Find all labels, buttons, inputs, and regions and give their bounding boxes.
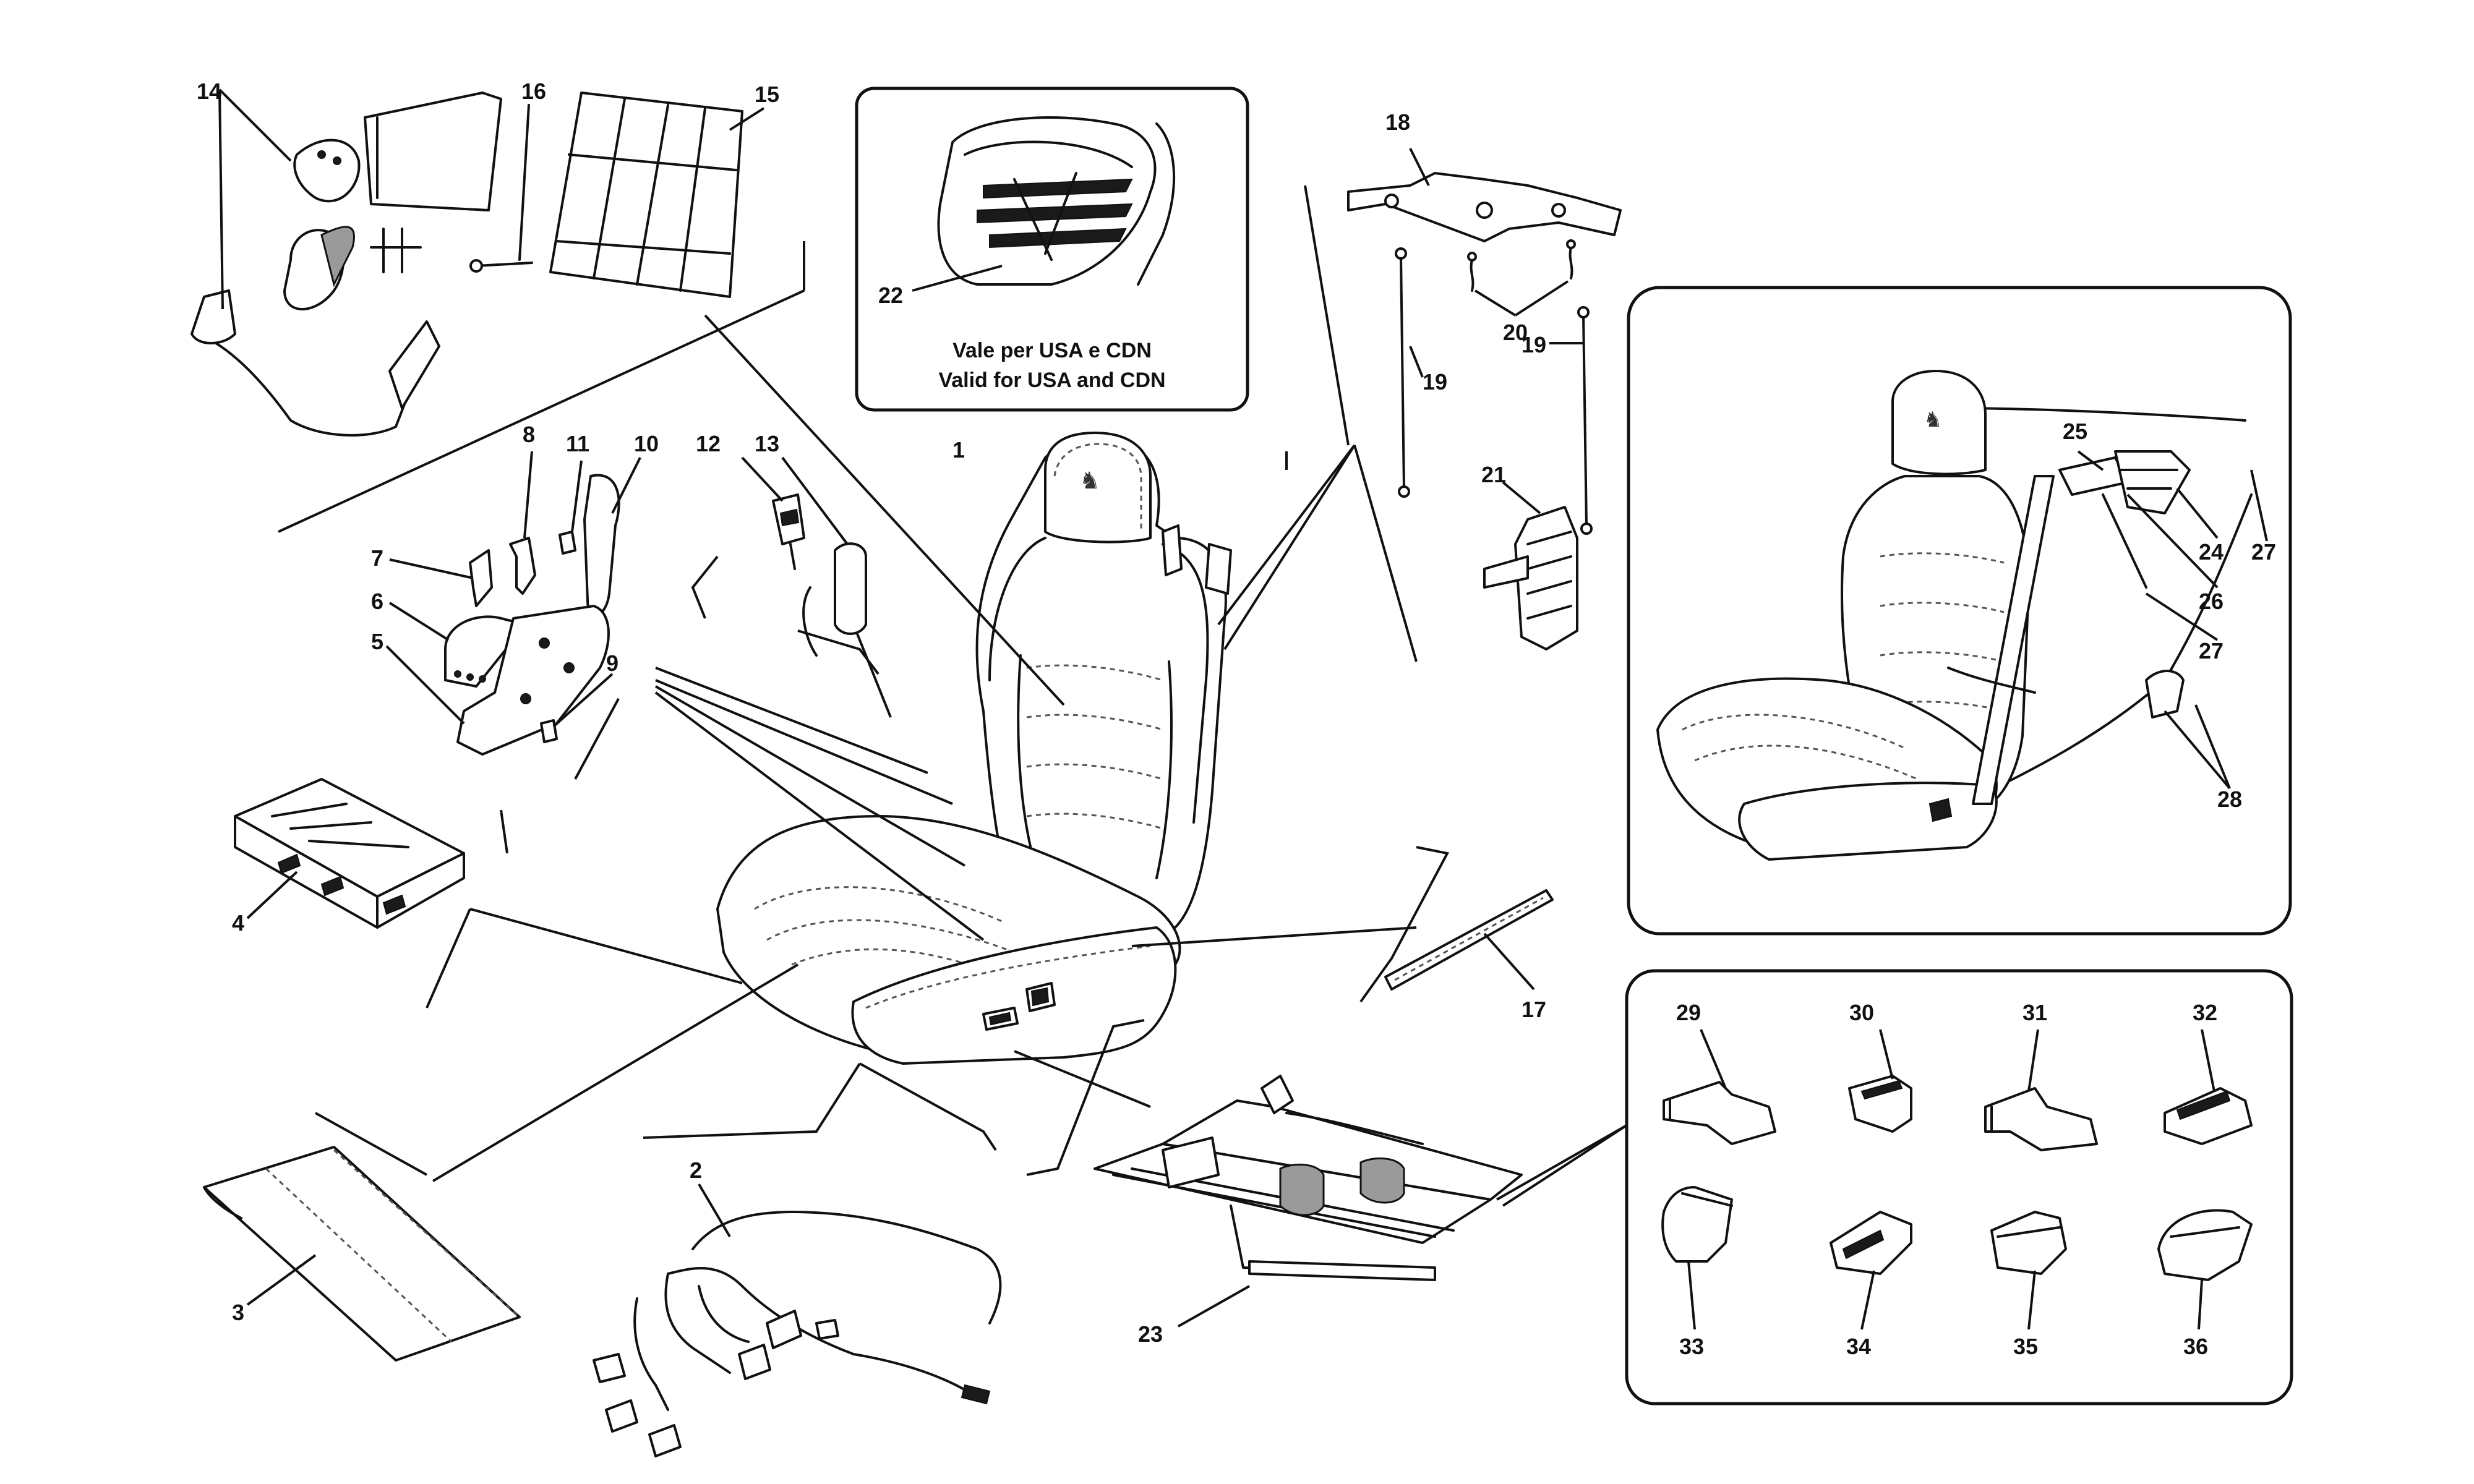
callout-17: 17 <box>1522 997 1546 1022</box>
callout-13: 13 <box>755 431 779 456</box>
svg-text:♞: ♞ <box>1079 467 1100 494</box>
callout-16: 16 <box>521 79 546 104</box>
callout-8: 8 <box>523 422 535 447</box>
guide-lines <box>278 185 1628 1207</box>
callout-labels: 1 2 3 4 5 6 7 8 9 10 11 12 13 14 15 16 1… <box>197 79 2276 1359</box>
callout-15: 15 <box>755 82 779 107</box>
part-21-actuator <box>1483 481 1578 650</box>
callout-33: 33 <box>1679 1334 1704 1359</box>
part-2-wiring-harness <box>593 1183 1002 1457</box>
callout-32: 32 <box>2193 1000 2217 1025</box>
callout-24: 24 <box>2199 539 2224 565</box>
part-3-heating-mat <box>203 1146 521 1362</box>
part-33-clip <box>1661 1186 1733 1330</box>
callout-26: 26 <box>2199 589 2224 614</box>
callout-27-bottom: 27 <box>2199 638 2224 663</box>
part-10-trim-cover <box>583 457 641 617</box>
part-20-springs <box>1467 239 1576 317</box>
callout-27-top: 27 <box>2251 539 2276 565</box>
inset-frame-usa-cdn <box>855 87 1249 412</box>
callout-4: 4 <box>232 910 244 936</box>
belt-inset: ♞ <box>1627 286 2292 936</box>
inset-frame-clips <box>1625 969 2293 1405</box>
callout-36: 36 <box>2183 1334 2208 1359</box>
usa-cdn-note-italian: Vale per USA e CDN <box>952 339 1152 362</box>
part-18-bracket <box>1347 148 1622 242</box>
part-23-seat-frame <box>1094 1075 1523 1328</box>
part-13-buckle-cover <box>781 456 867 657</box>
callout-3: 3 <box>232 1300 244 1325</box>
callout-22: 22 <box>878 283 903 308</box>
svg-text:♞: ♞ <box>1924 407 1942 432</box>
callout-14: 14 <box>197 79 221 104</box>
seat-assembly: ♞ <box>716 432 1232 1065</box>
usa-cdn-note-english: Valid for USA and CDN <box>938 369 1165 392</box>
callout-28: 28 <box>2217 787 2242 812</box>
part-29-clip <box>1663 1029 1776 1145</box>
part-36-clip <box>2157 1209 2253 1330</box>
part-11-screw <box>559 460 583 555</box>
callout-11: 11 <box>566 431 589 456</box>
callout-23: 23 <box>1138 1321 1163 1347</box>
part-31-clip <box>1984 1029 2098 1151</box>
callout-19-left: 19 <box>1423 369 1447 394</box>
callout-1: 1 <box>952 437 965 463</box>
part-8-lever <box>509 451 536 595</box>
part-17-trim-strip <box>1384 889 1554 991</box>
part-32-clip <box>2164 1029 2253 1145</box>
usa-cdn-inset <box>855 87 1249 412</box>
part-5-side-panel <box>385 605 610 756</box>
callout-20: 20 <box>1503 320 1528 345</box>
part-34-clip <box>1830 1211 1912 1330</box>
callout-9: 9 <box>606 650 618 676</box>
part-30-clip <box>1848 1029 1912 1133</box>
callout-18: 18 <box>1385 109 1410 135</box>
callout-25: 25 <box>2063 419 2087 444</box>
callout-2: 2 <box>690 1158 702 1183</box>
part-14-airbag-module <box>190 88 502 437</box>
callout-31: 31 <box>2022 1000 2047 1025</box>
clips-inset <box>1625 969 2293 1405</box>
callout-29: 29 <box>1676 1000 1701 1025</box>
part-9-screw <box>540 673 614 743</box>
callout-10: 10 <box>634 431 659 456</box>
part-19-cable-left <box>1395 247 1424 498</box>
callout-30: 30 <box>1849 1000 1874 1025</box>
callout-7: 7 <box>371 545 383 571</box>
inset-frame-seat-belt <box>1627 286 2292 936</box>
part-4-control-module <box>234 778 465 929</box>
callout-5: 5 <box>371 629 383 654</box>
part-12-buckle <box>741 456 805 570</box>
callout-19-right: 19 <box>1522 332 1546 357</box>
part-19-cable-right <box>1549 306 1593 535</box>
callout-6: 6 <box>371 589 383 614</box>
callout-35: 35 <box>2013 1334 2038 1359</box>
callout-21: 21 <box>1481 462 1506 487</box>
callout-34: 34 <box>1846 1334 1871 1359</box>
part-15-frame-panel <box>549 92 765 298</box>
callout-12: 12 <box>696 431 721 456</box>
part-16-pin <box>469 104 533 273</box>
part-6-cover <box>388 602 527 688</box>
part-35-clip <box>1990 1211 2067 1330</box>
part-7-bracket <box>389 549 493 607</box>
